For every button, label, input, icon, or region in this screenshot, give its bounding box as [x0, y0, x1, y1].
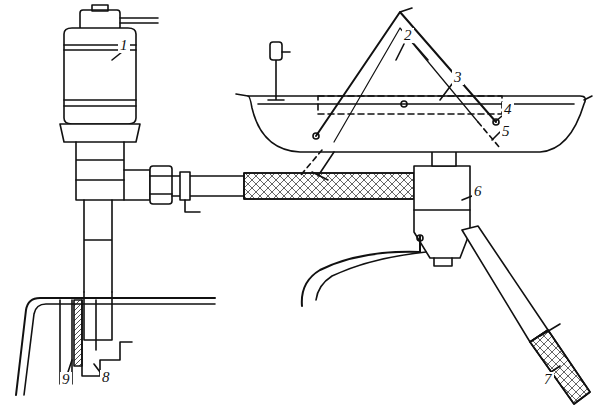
- callout-number: 1: [118, 38, 130, 53]
- callout-number: 6: [472, 184, 484, 199]
- callout-number: 2: [402, 28, 414, 43]
- callout-number: 5: [500, 124, 512, 139]
- callout-number: 9: [60, 372, 72, 387]
- callout-number: 3: [452, 70, 464, 85]
- callout-number: 8: [100, 370, 112, 385]
- callout-number: 4: [502, 102, 514, 117]
- callout-number: 7: [542, 372, 554, 387]
